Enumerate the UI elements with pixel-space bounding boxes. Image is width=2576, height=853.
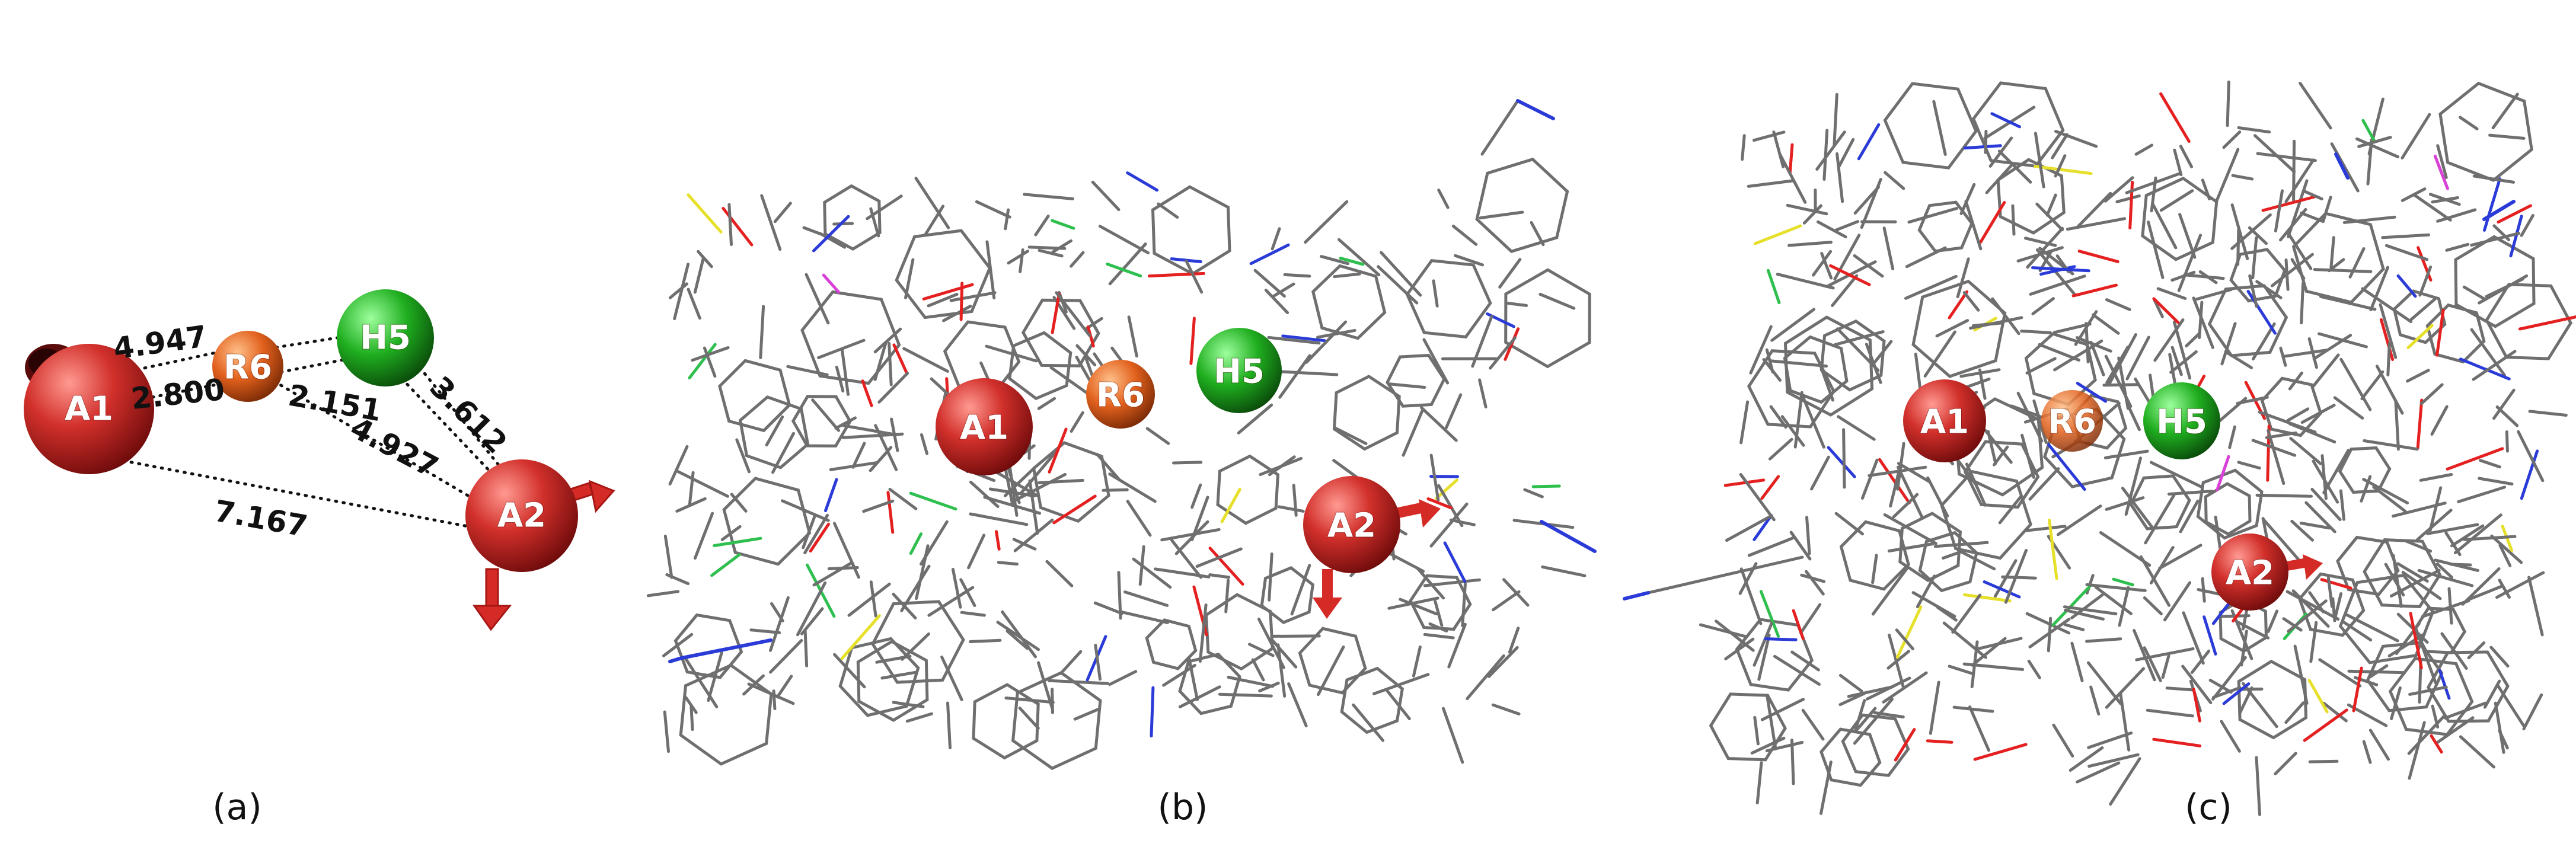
- feature-b-h5: H5: [1196, 328, 1282, 413]
- feature-r6: R6: [212, 331, 283, 402]
- c-h5-label: H5: [2156, 403, 2207, 442]
- c-r6-label: R6: [2048, 403, 2096, 442]
- panel-b: A1 R6 H5 A2 (b): [646, 99, 1597, 828]
- feature-a2: A2: [465, 459, 615, 631]
- panel-b-label: (b): [1158, 787, 1208, 828]
- dist-r6-a2b: 4.927: [345, 410, 444, 484]
- b-h5-label: H5: [1214, 353, 1265, 391]
- c-a1-label: A1: [1920, 403, 1969, 442]
- h5-label: H5: [360, 319, 411, 357]
- distance-lines: [90, 333, 518, 529]
- dist-a1-r6: 4.947: [111, 319, 209, 366]
- dist-a1-a2: 7.167: [212, 494, 310, 544]
- b-a1-label: A1: [960, 409, 1008, 448]
- c-a2-label: A2: [2226, 554, 2274, 593]
- line-r6-a2: [259, 372, 494, 512]
- feature-c-a1: A1: [1903, 379, 1986, 462]
- feature-c-r6: R6: [2041, 390, 2103, 452]
- panel-c-label: (c): [2185, 787, 2232, 828]
- panel-c: A1 R6 H5 A2 (c): [1623, 80, 2576, 828]
- line-a1-a2: [99, 455, 476, 529]
- feature-c-a2: A2: [2211, 533, 2323, 611]
- molecule-overlay-c: [1623, 80, 2576, 816]
- feature-c-h5: H5: [2143, 382, 2220, 459]
- dist-h5-a2: 3.612: [423, 370, 514, 461]
- molecule-overlay-b: [646, 99, 1597, 771]
- feature-h5: H5: [337, 289, 434, 386]
- a1-label: A1: [65, 390, 113, 429]
- b-a2-label: A2: [1327, 507, 1376, 545]
- panel-a-label: (a): [212, 787, 262, 828]
- b-r6-label: R6: [1096, 376, 1145, 415]
- feature-b-a1: A1: [936, 378, 1033, 475]
- feature-b-a2: A2: [1303, 476, 1441, 619]
- b-a2-arrow-icon: [1313, 499, 1441, 619]
- panel-a: A1 R6 H5 A2 4.947 2.800 2.151 4.927: [24, 289, 615, 828]
- r6-label: R6: [224, 349, 272, 387]
- feature-a1: A1: [24, 344, 154, 474]
- feature-b-r6: R6: [1086, 360, 1155, 429]
- a2-label: A2: [497, 497, 546, 535]
